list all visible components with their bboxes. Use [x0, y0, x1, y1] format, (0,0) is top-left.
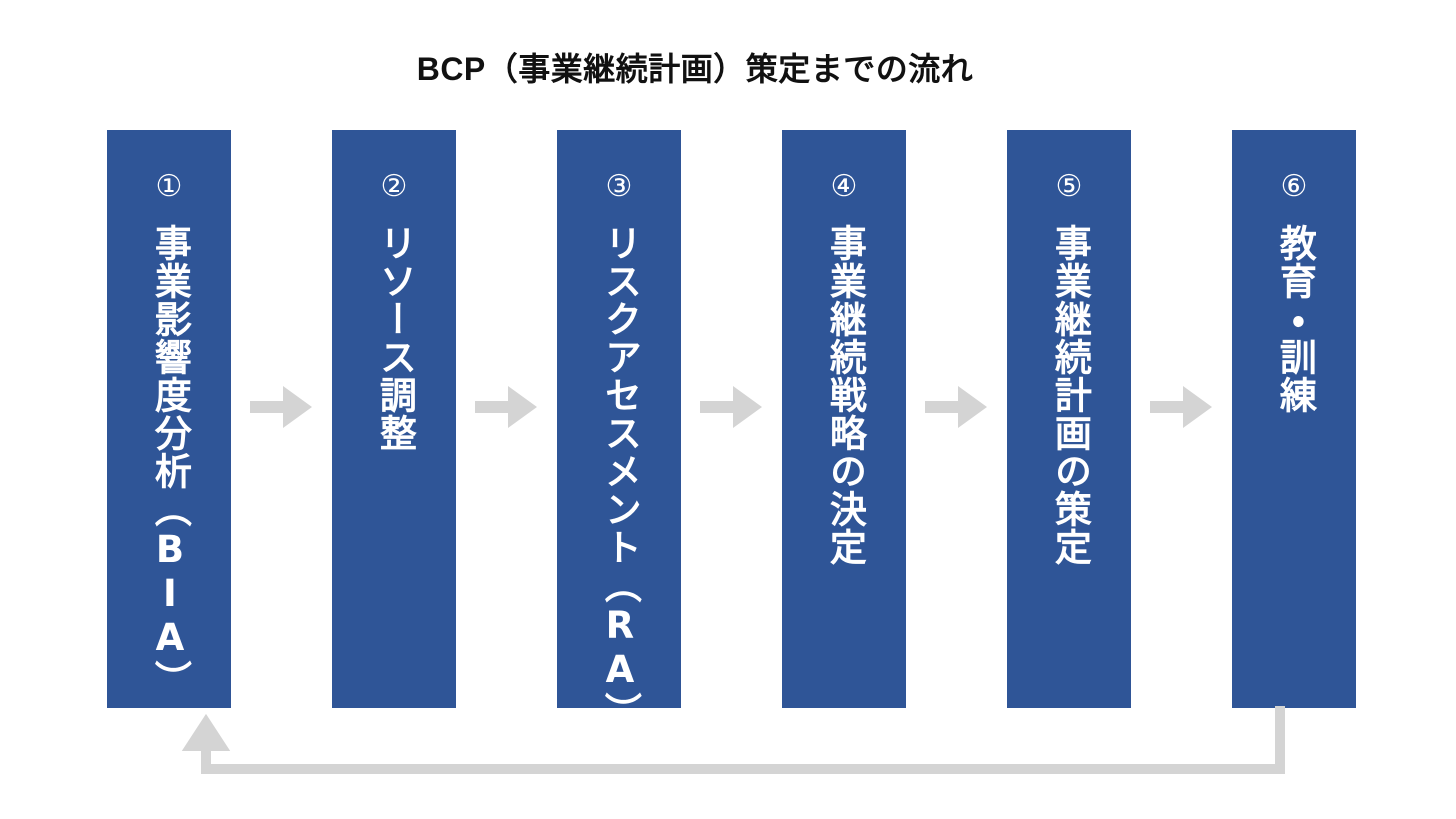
step-box-3[interactable]: ③ リスクアセスメント（RA）	[557, 130, 681, 730]
step-label-1: 事業影響度分析（BIA）	[148, 224, 192, 698]
arrow-right-icon-1	[250, 378, 314, 436]
arrow-right-icon-4	[925, 378, 989, 436]
step-label-5: 事業継続計画の策定	[1048, 224, 1092, 566]
step-box-4[interactable]: ④ 事業継続戦略の決定	[782, 130, 906, 708]
step-content-6: ⑥ 教育・訓練	[1232, 169, 1356, 415]
step-number-3: ③	[605, 169, 633, 204]
step-box-5[interactable]: ⑤ 事業継続計画の策定	[1007, 130, 1131, 708]
page-title: BCP（事業継続計画）策定までの流れ	[416, 51, 974, 87]
step-content-1: ① 事業影響度分析（BIA）	[107, 169, 231, 699]
arrow-right-icon-5	[1150, 378, 1214, 436]
step-label-6: 教育・訓練	[1273, 224, 1317, 414]
step-content-2: ② リソース調整	[332, 169, 456, 453]
arrow-right-icon-2	[475, 378, 539, 436]
step-content-4: ④ 事業継続戦略の決定	[782, 169, 906, 567]
arrow-right-icon-3	[700, 378, 764, 436]
step-label-4: 事業継続戦略の決定	[823, 224, 867, 566]
step-number-4: ④	[830, 169, 858, 204]
step-content-3: ③ リスクアセスメント（RA）	[557, 169, 681, 731]
step-number-5: ⑤	[1055, 169, 1083, 204]
step-number-1: ①	[155, 169, 183, 204]
step-number-6: ⑥	[1280, 169, 1308, 204]
step-box-1[interactable]: ① 事業影響度分析（BIA）	[107, 130, 231, 708]
step-number-2: ②	[380, 169, 408, 204]
step-box-2[interactable]: ② リソース調整	[332, 130, 456, 708]
step-label-3: リスクアセスメント（RA）	[598, 224, 642, 730]
step-label-2: リソース調整	[373, 224, 417, 452]
feedback-loop-arrow-icon	[170, 706, 1310, 806]
step-content-5: ⑤ 事業継続計画の策定	[1007, 169, 1131, 567]
step-box-6[interactable]: ⑥ 教育・訓練	[1232, 130, 1356, 708]
